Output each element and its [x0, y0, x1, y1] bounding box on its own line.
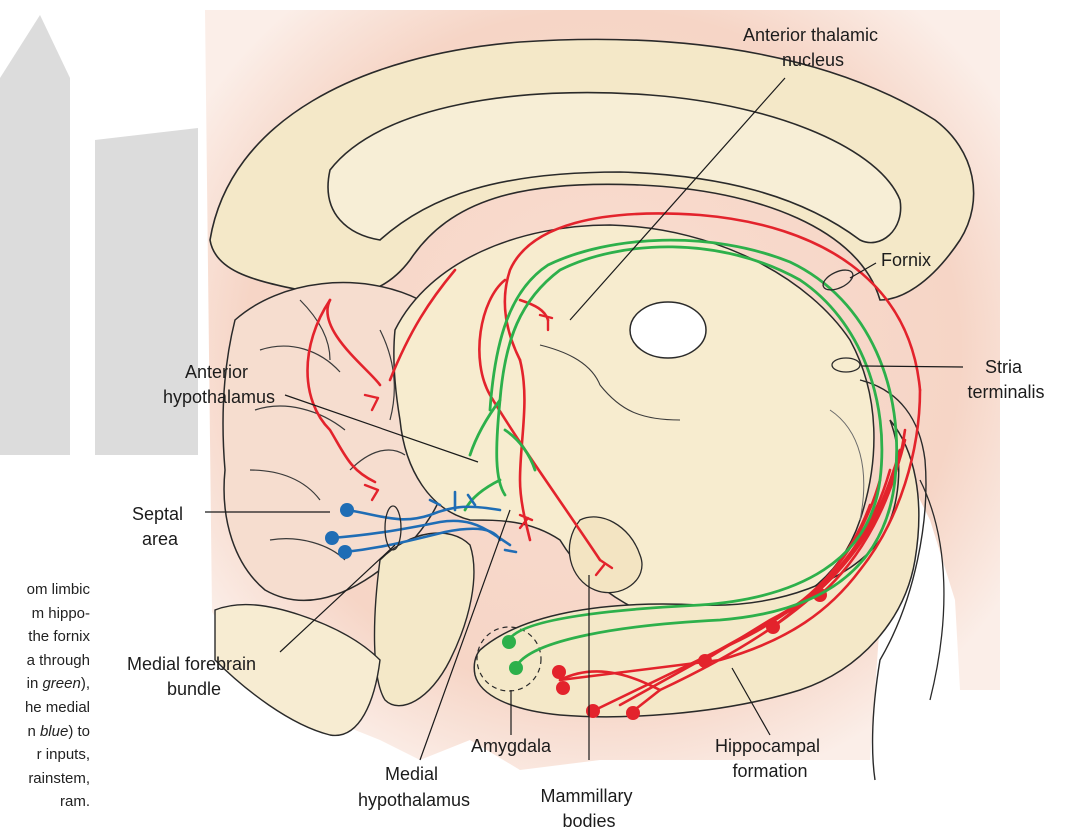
label-amygdala: Amygdala [471, 736, 552, 756]
label-fornix: Fornix [881, 250, 931, 270]
label-septal-area: Septal area [132, 504, 188, 549]
watermark-arrow [0, 15, 70, 455]
label-mammillary-bodies: Mammillary bodies [540, 786, 637, 831]
label-medial-hypothalamus: Medial hypothalamus [358, 764, 470, 810]
interthalamic-adhesion [630, 302, 706, 358]
